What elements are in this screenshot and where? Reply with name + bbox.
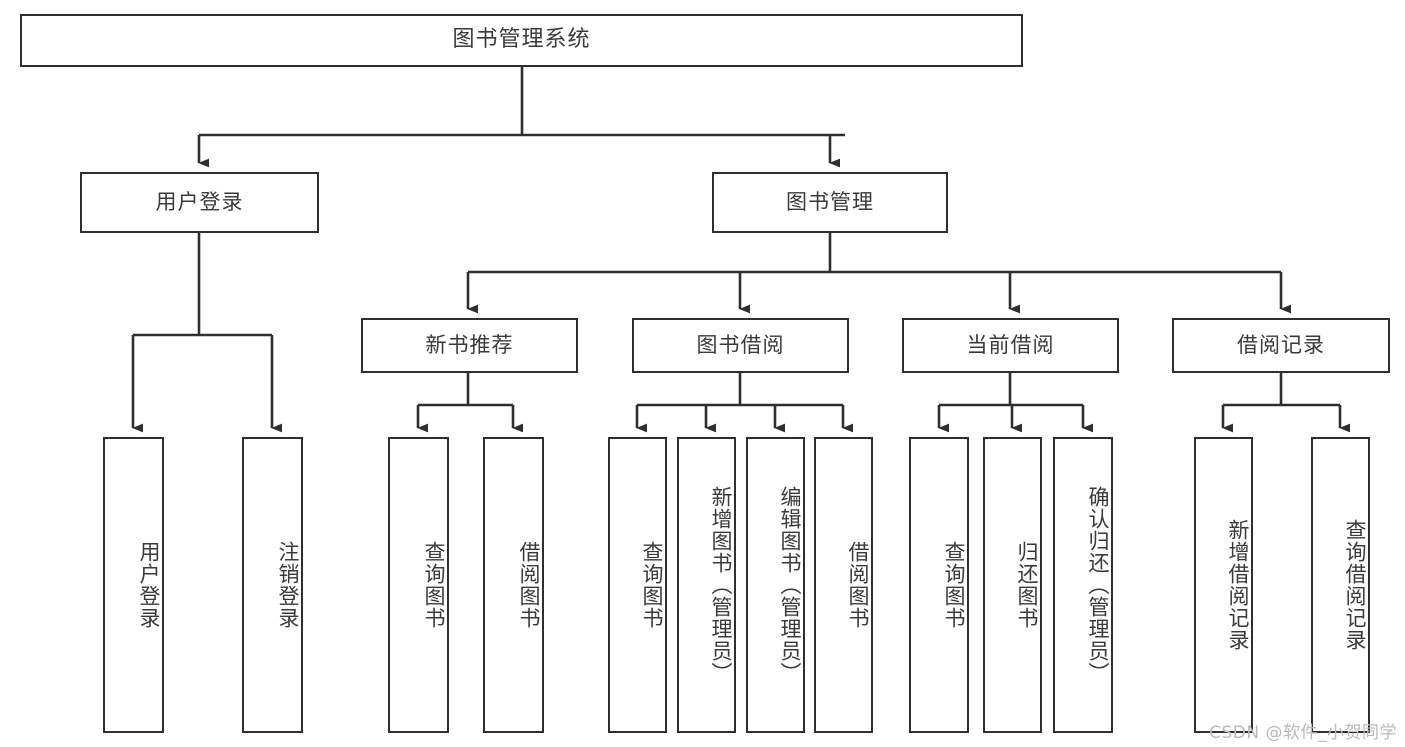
node-label: 编辑图书（管理员） — [778, 486, 802, 684]
leaf-current-borrow-return-book[interactable]: 归还图书 — [983, 437, 1042, 733]
node-label: 借阅记录 — [1237, 332, 1325, 357]
leaf-user-login-logout[interactable]: 注销登录 — [242, 437, 303, 733]
node-label: 查询借阅记录 — [1343, 519, 1367, 651]
node-label: 图书管理 — [786, 189, 874, 214]
leaf-current-borrow-confirm-return-admin[interactable]: 确认归还（管理员） — [1053, 437, 1113, 733]
leaf-current-borrow-query-book[interactable]: 查询图书 — [909, 437, 969, 733]
node-label: 注销登录 — [276, 541, 300, 629]
node-root-library-management-system[interactable]: 图书管理系统 — [20, 14, 1023, 67]
node-label: 借阅图书 — [517, 541, 541, 629]
leaf-new-book-query-book[interactable]: 查询图书 — [388, 437, 449, 733]
node-label: 查询图书 — [942, 541, 966, 629]
node-label: 借阅图书 — [846, 541, 870, 629]
node-user-login[interactable]: 用户登录 — [80, 172, 319, 233]
node-current-borrow[interactable]: 当前借阅 — [902, 318, 1119, 373]
node-label: 用户登录 — [155, 189, 244, 214]
node-book-borrow[interactable]: 图书借阅 — [632, 318, 849, 373]
node-label: 新增图书（管理员） — [709, 486, 733, 684]
leaf-book-borrow-query-book[interactable]: 查询图书 — [608, 437, 667, 733]
leaf-book-borrow-add-book-admin[interactable]: 新增图书（管理员） — [677, 437, 736, 733]
leaf-user-login-login[interactable]: 用户登录 — [103, 437, 164, 733]
node-label: 新书推荐 — [425, 332, 514, 357]
node-label: 归还图书 — [1015, 541, 1039, 629]
leaf-book-borrow-borrow-book[interactable]: 借阅图书 — [814, 437, 873, 733]
node-label: 确认归还（管理员） — [1086, 486, 1110, 684]
node-label: 图书借阅 — [696, 332, 785, 357]
node-label: 用户登录 — [137, 541, 161, 629]
leaf-borrow-record-add-record[interactable]: 新增借阅记录 — [1194, 437, 1253, 733]
leaf-new-book-borrow-book[interactable]: 借阅图书 — [483, 437, 544, 733]
node-label: 查询图书 — [422, 541, 446, 629]
leaf-borrow-record-query-record[interactable]: 查询借阅记录 — [1311, 437, 1370, 733]
node-label: 查询图书 — [640, 541, 664, 629]
node-new-book-recommend[interactable]: 新书推荐 — [361, 318, 578, 373]
node-label: 当前借阅 — [966, 332, 1055, 357]
node-label: 新增借阅记录 — [1226, 519, 1250, 651]
node-label: 图书管理系统 — [452, 27, 591, 53]
watermark-csdn: CSDN @软件_小贺同学 — [1209, 723, 1397, 743]
node-book-management[interactable]: 图书管理 — [712, 172, 948, 233]
leaf-book-borrow-edit-book-admin[interactable]: 编辑图书（管理员） — [746, 437, 805, 733]
node-borrow-record[interactable]: 借阅记录 — [1172, 318, 1390, 373]
